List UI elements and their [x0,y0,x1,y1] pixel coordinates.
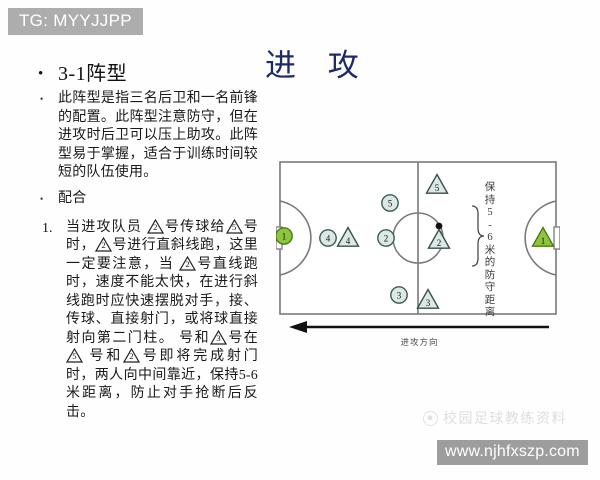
inline-player-triangle-icon: 2 [146,218,164,234]
content-text-column: • 3-1阵型 • 此阵型是指三名后卫和一名前锋的配置。此阵型注意防守，但在进攻… [32,62,267,422]
defense-note-char: 保 [484,182,496,193]
player-marker-triangle-5: 5 [425,173,449,194]
defense-note-char: 防 [484,269,496,281]
bullet-glyph-small: • [40,94,44,104]
telegram-tag-banner: TG: MYYJJPP [8,8,143,35]
defense-note-char: 离 [484,307,496,318]
inline-player-triangle-icon: 5 [66,348,83,363]
player-marker-triangle-4: 4 [336,226,360,247]
player-marker-circle-3: 3 [390,286,408,304]
defense-note-char: 守 [484,282,496,293]
player-marker-circle-5: 5 [381,194,399,212]
cooperation-subheading: 配合 [58,190,87,206]
player-marker-triangle-2: 2 [427,228,451,249]
soccer-ball-icon [423,410,438,426]
player-number: 2 [384,233,389,243]
soccer-pitch-diagram: 1 4 4 5 2 3 5 2 3 1 [276,158,560,318]
defense-note-char: 米 [484,244,496,256]
defense-note-char: - [488,219,492,231]
bullet-glyph-small-2: • [40,193,44,204]
inline-player-triangle-icon: 2 [123,348,141,363]
defense-note-char: 距 [484,294,496,306]
player-number: 2 [437,238,442,248]
paragraph-block: • 此阵型是指三名后卫和一名前锋的配置。此阵型注意防守，但在进攻时后卫可以压上助… [32,90,267,183]
attack-direction-arrow: 进攻方向 [287,320,552,350]
player-number: 4 [346,236,351,246]
left-penalty-arc [279,200,312,276]
inline-player-triangle-icon: 2 [179,255,197,271]
ball-icon [435,222,443,230]
right-goal [553,226,560,250]
player-marker-gk-left: 1 [276,227,293,245]
defense-note-char: 的 [484,257,496,268]
defense-note-char: 5 [487,207,493,218]
player-marker-circle-4: 4 [319,229,337,247]
watermark-url-banner: www.njhfxszp.com [437,440,588,465]
player-number: 5 [435,183,440,193]
arrow-svg [289,321,549,333]
player-marker-gk-right: 1 [531,226,555,247]
player-number: 3 [426,298,431,308]
right-penalty-arc [524,200,557,276]
watermark-brand: 校园足球教练资料 [423,408,567,428]
player-marker-triangle-3: 3 [416,288,440,309]
defense-distance-brace [471,205,485,267]
player-marker-circle-2: 2 [377,229,395,247]
watermark-brand-text: 校园足球教练资料 [443,412,567,427]
subheading-block: • 配合 [32,190,267,209]
bullet-glyph: • [38,66,44,82]
defense-note-char: 持 [484,194,496,206]
list-number: 1. [42,220,53,236]
attack-direction-label: 进攻方向 [400,337,439,347]
formation-heading: 3-1阵型 [58,63,128,85]
inline-player-triangle-icon: 3 [210,329,228,345]
player-number: 1 [541,236,546,246]
player-number: 4 [326,233,331,243]
player-number: 1 [282,231,287,241]
pitch-svg: 1 4 4 5 2 3 5 2 3 1 [276,161,560,315]
heading-block: • 3-1阵型 [32,62,267,87]
player-number: 5 [388,198,393,208]
inline-player-triangle-icon: 5 [225,218,243,234]
inline-player-triangle-icon: 2 [95,237,113,252]
defense-note-char: 6 [487,232,493,243]
formation-description: 此阵型是指三名后卫和一名前锋的配置。此阵型注意防守，但在进攻时后卫可以压上助攻。… [58,91,258,180]
page-title: 进 攻 [265,48,371,83]
player-number: 3 [397,290,402,300]
